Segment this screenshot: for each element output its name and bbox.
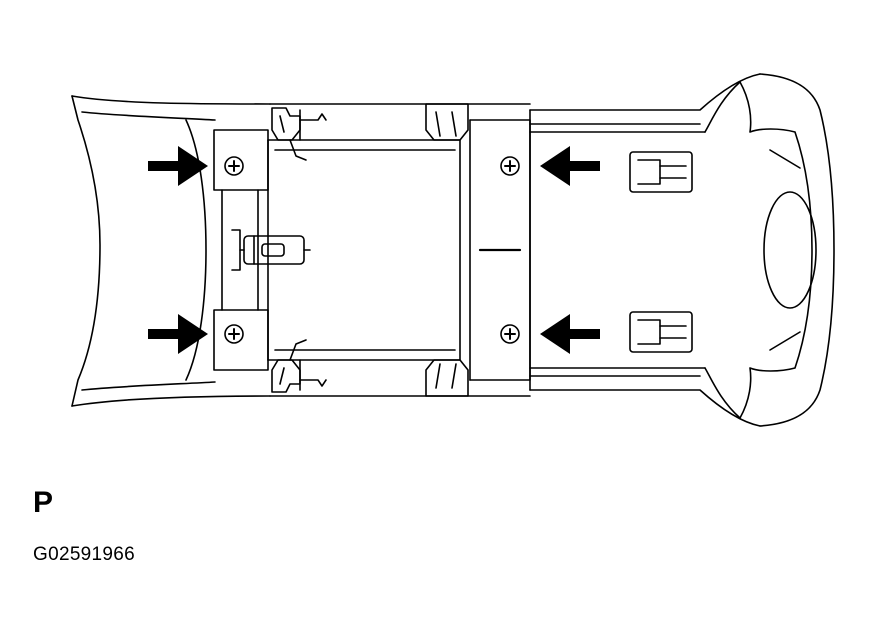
arrow-top-left-icon	[148, 146, 208, 186]
screw-top-left	[224, 156, 244, 176]
arrow-bottom-left-icon	[148, 314, 208, 354]
slot-upper	[629, 151, 693, 193]
clip-bottom-right	[425, 359, 469, 397]
mounting-bracket	[213, 109, 531, 391]
clip-bottom-left	[271, 339, 327, 393]
screw-top-right	[500, 156, 520, 176]
screw-bottom-left	[224, 324, 244, 344]
screw-bottom-right	[500, 324, 520, 344]
console-body-outline	[71, 73, 835, 427]
clip-top-right	[425, 103, 469, 141]
figure-code: G02591966	[33, 544, 136, 565]
slot-lower	[629, 311, 693, 353]
clip-top-left	[271, 107, 327, 161]
arrow-top-right-icon	[540, 146, 600, 186]
center-latch	[231, 229, 311, 271]
view-label: P	[33, 486, 54, 519]
arrow-bottom-right-icon	[540, 314, 600, 354]
